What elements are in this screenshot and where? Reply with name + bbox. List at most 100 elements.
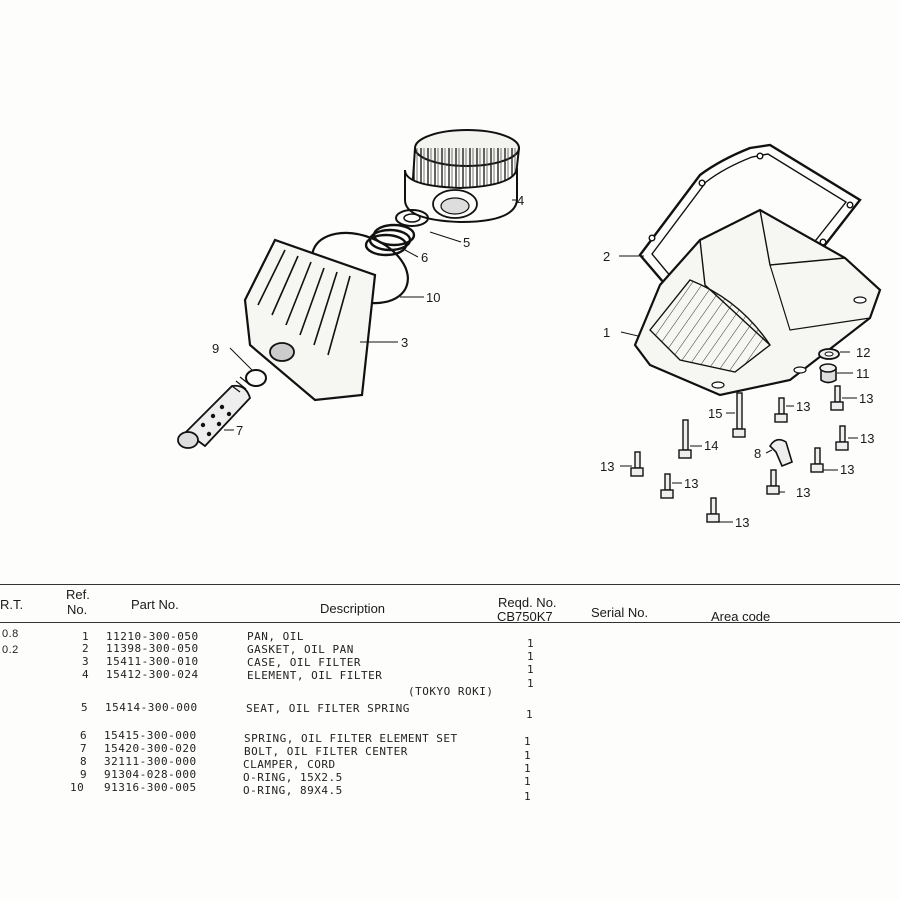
- oil-filter-element-spring: [364, 223, 416, 257]
- qty: 1: [524, 749, 532, 762]
- callout-6: 6: [421, 250, 428, 265]
- description: BOLT, OIL FILTER CENTER: [244, 745, 408, 758]
- part-no: 91316-300-005: [104, 781, 197, 794]
- part-no: 91304-028-000: [104, 768, 197, 781]
- header-ref-line2: No.: [67, 602, 88, 617]
- ref-no: 5: [81, 701, 89, 714]
- callout-13-f: 13: [600, 459, 614, 474]
- part-no: 15415-300-000: [104, 729, 197, 742]
- oil-filter-element: [404, 129, 520, 224]
- qty: 1: [524, 775, 532, 788]
- qty: 1: [524, 790, 532, 803]
- callout-15: 15: [708, 406, 722, 421]
- bolt-13-g: [660, 473, 674, 499]
- part-no: 11398-300-050: [106, 642, 199, 655]
- description: SEAT, OIL FILTER SPRING: [246, 702, 410, 715]
- description: O-RING, 89X4.5: [243, 784, 343, 797]
- callout-13-d: 13: [840, 462, 854, 477]
- rt-value: 0.2: [2, 644, 19, 656]
- qty: 1: [527, 637, 535, 650]
- part-no: 15411-300-010: [106, 655, 199, 668]
- callout-12: 12: [856, 345, 870, 360]
- header-description: Description: [320, 601, 386, 616]
- callout-13-b: 13: [859, 391, 873, 406]
- callout-13-g: 13: [684, 476, 698, 491]
- oil-pan-bolts: [630, 385, 849, 523]
- callout-11: 11: [856, 366, 870, 381]
- table-top-rule: [0, 584, 900, 585]
- description: ELEMENT, OIL FILTER: [247, 669, 383, 682]
- header-rt: R.T.: [0, 597, 24, 612]
- qty: 1: [527, 677, 535, 690]
- part-no: 15414-300-000: [105, 701, 198, 714]
- oil-filter-spring-seat: [395, 209, 429, 227]
- ref-no: 6: [80, 729, 88, 742]
- description: O-RING, 15X2.5: [243, 771, 343, 784]
- o-ring-15x2-5: [245, 369, 267, 387]
- callout-13-c: 13: [860, 431, 874, 446]
- qty: 1: [526, 708, 534, 721]
- ref-no: 8: [80, 755, 88, 768]
- header-ref-line1: Ref.: [66, 587, 90, 602]
- callout-2: 2: [603, 249, 610, 264]
- qty: 1: [524, 735, 532, 748]
- exploded-parts-diagram: 4 5 6 10 3 9 7 2 1 12 11 15 14 8 13 13 1…: [177, 129, 882, 530]
- bolt-15: [732, 392, 746, 438]
- description: CASE, OIL FILTER: [247, 656, 361, 669]
- qty: 1: [524, 762, 532, 775]
- ref-no: 9: [80, 768, 88, 781]
- part-no: 11210-300-050: [106, 630, 199, 643]
- table-header-rule: [0, 622, 900, 623]
- oil-filter-case: [243, 238, 377, 402]
- description: CLAMPER, CORD: [243, 758, 336, 771]
- oil-pan: [633, 208, 882, 397]
- bolt-13-b: [830, 385, 844, 411]
- ref-no: 7: [80, 742, 88, 755]
- callout-1: 1: [603, 325, 610, 340]
- qty: 1: [527, 663, 535, 676]
- description: PAN, OIL: [247, 630, 304, 643]
- drain-plug-washer: [818, 348, 840, 360]
- ref-no: 3: [82, 655, 90, 668]
- bolt-13-c: [835, 425, 849, 451]
- callout-9: 9: [212, 341, 219, 356]
- callout-8: 8: [754, 446, 761, 461]
- header-serial-no: Serial No.: [591, 605, 649, 620]
- qty: 1: [527, 650, 535, 663]
- header-reqd-line1: Reqd. No.: [498, 595, 557, 610]
- oil-filter-center-bolt: [177, 376, 252, 449]
- description: BOLT, DRAIN PLUG, 12MM: [242, 817, 399, 830]
- ref-no: 11: [70, 813, 85, 826]
- callout-13-a: 13: [796, 399, 810, 414]
- part-no: 15412-300-024: [106, 668, 199, 681]
- bolt-13-e: [766, 469, 780, 495]
- rt-value: 0.8: [2, 628, 19, 640]
- cord-clamper: [768, 438, 793, 468]
- callout-labels: 4 5 6 10 3 9 7 2 1 12 11 15 14 8 13 13 1…: [212, 193, 874, 530]
- callout-7: 7: [236, 423, 243, 438]
- header-part-no: Part No.: [131, 597, 179, 612]
- callout-13-h: 13: [735, 515, 749, 530]
- callout-4: 4: [517, 193, 524, 208]
- header-area-code: Area code: [711, 609, 771, 624]
- supplier-note: (TOKYO ROKI): [408, 685, 494, 698]
- bolt-13-f: [630, 451, 644, 477]
- header-reqd-line2: CB750K7: [497, 609, 553, 624]
- part-no: 32111-300-000: [104, 755, 197, 768]
- qty: 1: [524, 821, 532, 834]
- callout-5: 5: [463, 235, 470, 250]
- ref-no: 1: [82, 630, 90, 643]
- callout-14: 14: [704, 438, 718, 453]
- drain-plug-bolt: [819, 363, 837, 384]
- callout-13-e: 13: [796, 485, 810, 500]
- callout-10: 10: [426, 290, 440, 305]
- bolt-14: [678, 419, 692, 459]
- ref-no: 2: [82, 642, 90, 655]
- bolt-13-d: [810, 447, 824, 473]
- leader-lines: [224, 199, 858, 523]
- ref-no: 4: [82, 668, 90, 681]
- ref-no: 10: [70, 781, 85, 794]
- parts-list-table: R.T. Ref. No. Part No. Description Reqd.…: [0, 584, 900, 834]
- bolt-13-a: [774, 397, 788, 423]
- bolt-13-h: [706, 497, 720, 523]
